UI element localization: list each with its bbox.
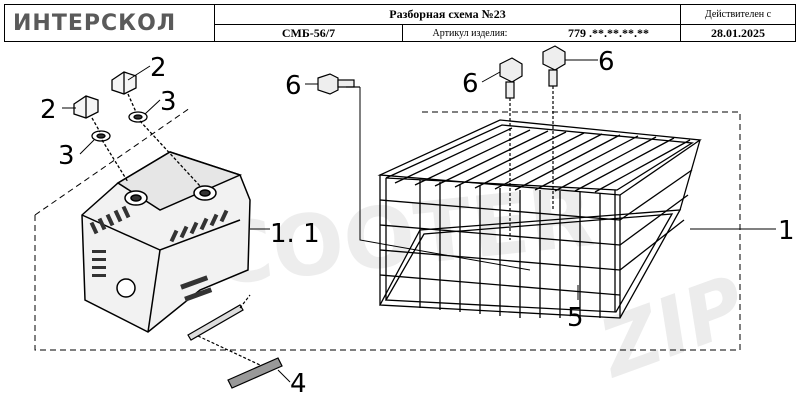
model-name: СМБ-56/7 xyxy=(215,25,403,41)
callout-3-lower: 3 xyxy=(58,141,75,171)
heat-shield-grille xyxy=(250,119,776,319)
callout-2-lower: 2 xyxy=(40,95,57,125)
callout-2-upper: 2 xyxy=(150,53,167,83)
valid-from-label: Действителен с xyxy=(681,5,795,25)
nut-and-washer-left xyxy=(73,95,129,183)
leader-lines xyxy=(62,59,598,383)
bolt-right xyxy=(542,45,566,210)
assembly-boundary-diagonal xyxy=(34,107,191,216)
sheet-title: Разборная схема №23 xyxy=(215,5,681,25)
callout-5: 5 xyxy=(567,303,584,333)
valid-from-date: 28.01.2025 xyxy=(711,25,765,40)
article-value: 779 .**.**.**.** xyxy=(537,25,681,41)
assembly-boundary xyxy=(34,111,741,351)
callout-3-upper: 3 xyxy=(160,87,177,117)
nut-and-washer-right xyxy=(111,71,201,187)
callout-1-1: 1. 1 xyxy=(270,219,320,249)
callout-1: 1 xyxy=(778,216,795,246)
callout-6-middle: 6 xyxy=(462,69,479,99)
title-block: ИНТЕРСКОЛ Разборная схема №23 Действител… xyxy=(4,4,796,42)
logo-text: ИНТЕРСКОЛ xyxy=(13,10,177,36)
spark-arrester xyxy=(187,294,283,389)
bolt-middle xyxy=(499,57,523,240)
muffler-cover xyxy=(81,151,251,333)
callout-6-right: 6 xyxy=(598,47,615,77)
callout-6-left: 6 xyxy=(285,71,302,101)
article-label: Артикул изделия: xyxy=(432,27,508,39)
bolt-left xyxy=(317,73,531,271)
callout-4: 4 xyxy=(290,369,307,399)
brand-logo: ИНТЕРСКОЛ xyxy=(5,5,215,41)
